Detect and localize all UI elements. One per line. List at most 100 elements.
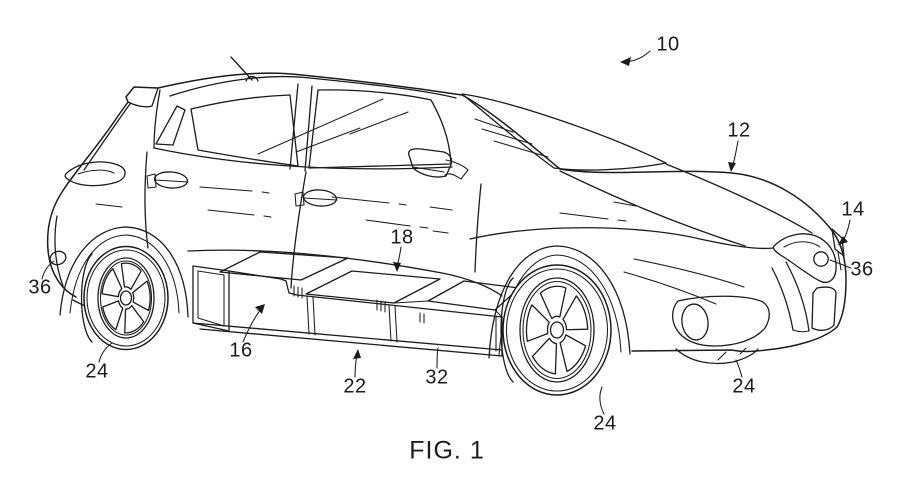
- front-rim-inner: [522, 280, 592, 380]
- front-arch-outer: [488, 245, 631, 359]
- ref-label-36-rear: 36: [28, 276, 52, 299]
- surface-shading-dashes: [95, 186, 637, 234]
- figure-caption: FIG. 1: [409, 436, 485, 465]
- glass-reflection-2: [295, 127, 361, 153]
- rear-hub: [119, 290, 133, 306]
- mirror-inner-line: [412, 166, 445, 173]
- antenna-base: [245, 75, 259, 82]
- quarter-window: [155, 105, 186, 146]
- front-handle-line: [303, 197, 338, 201]
- hatch-edge: [83, 103, 131, 171]
- charge-port-door: [831, 228, 845, 257]
- arrowhead-18: [393, 262, 401, 272]
- battery-divider-1: [306, 295, 316, 336]
- arrowhead-12: [728, 162, 736, 172]
- rear-wheel-spokes: [95, 255, 158, 343]
- arrowhead-22: [353, 349, 361, 359]
- battery-bottom-edge: [192, 322, 503, 351]
- mirror-mount: [444, 159, 469, 180]
- arrowhead-16: [255, 304, 265, 314]
- front-sensor-circle: [813, 251, 829, 267]
- hood-shutline: [559, 170, 746, 247]
- chin-spoiler: [675, 348, 759, 365]
- leader-24-front-wheel: [599, 386, 605, 415]
- rear-tire-outer: [83, 245, 169, 351]
- rear-tire-far-edge: [80, 253, 93, 343]
- rear-handle-tab: [146, 173, 157, 189]
- ref-label-36-front: 36: [850, 258, 874, 281]
- rear-door-cut: [144, 151, 149, 249]
- battery-module-1-top: [219, 251, 349, 281]
- leader-36-front: [829, 259, 852, 269]
- battery-bottom-flange: [199, 328, 503, 357]
- leader-16: [242, 308, 262, 343]
- windshield-reflection-1: [474, 118, 514, 133]
- rear-tire-sidewall: [86, 249, 166, 347]
- front-wheel: [500, 264, 612, 396]
- rear-wheel: [80, 245, 169, 351]
- bumper-crease-1: [633, 258, 745, 288]
- glass-reflection-1: [257, 98, 384, 155]
- rear-sensor-oval: [49, 250, 67, 266]
- arrowhead-10: [620, 57, 631, 66]
- spoiler-underside: [127, 87, 159, 108]
- rear-arch-inner: [69, 234, 180, 314]
- leader-lines: [41, 50, 852, 415]
- ref-label-18: 18: [390, 226, 414, 249]
- leader-32: [436, 347, 439, 369]
- battery-divider-2: [388, 304, 398, 343]
- nose-edge-line: [837, 251, 842, 271]
- hood-right-crease: [665, 163, 813, 234]
- leader-36-rear: [41, 260, 55, 280]
- battery-module-2-top: [305, 270, 441, 304]
- front-handle-tab: [294, 191, 305, 207]
- chin-tick-2: [739, 347, 747, 355]
- fog-lamp-oval: [681, 303, 709, 341]
- ref-label-22: 22: [343, 375, 367, 398]
- ref-label-24-front-bumper: 24: [732, 375, 756, 398]
- greenhouse: [153, 56, 667, 172]
- front-hub: [549, 321, 565, 339]
- taillight: [64, 161, 126, 187]
- battery-top-link-1: [393, 300, 429, 304]
- window-sill-line: [153, 147, 453, 170]
- window-top-line: [169, 75, 457, 99]
- fog-lamp-housing: [671, 295, 770, 347]
- arrowhead-14: [838, 236, 848, 245]
- ref-label-32: 32: [425, 366, 449, 389]
- front-door-cut: [474, 183, 482, 273]
- side-mirror: [407, 148, 453, 178]
- bumper-crease-2: [623, 271, 717, 305]
- leader-24-rear: [98, 342, 113, 363]
- antenna: [230, 56, 253, 81]
- headlamp-inner-line: [783, 241, 821, 248]
- rear-door-handle: [153, 171, 189, 189]
- headlamp: [772, 233, 837, 284]
- rear-rim-inner: [99, 260, 153, 336]
- glass-reflection-3: [349, 111, 409, 135]
- front-tire-outer: [502, 264, 612, 396]
- rear-handle-line: [154, 179, 189, 183]
- grille-v-bottom: [792, 329, 810, 333]
- b-pillar-left-edge: [289, 83, 299, 170]
- ref-label-16: 16: [229, 339, 253, 362]
- grille-v-line-inner: [771, 267, 794, 331]
- ref-label-10: 10: [656, 33, 680, 56]
- battery-endcap-inner: [197, 270, 225, 327]
- windshield-glass: [461, 93, 667, 171]
- bumper-side-vent: [811, 286, 837, 331]
- battery-hatch-marks: [293, 285, 425, 324]
- c-pillar-line: [153, 89, 161, 149]
- rear-arch-outer: [59, 226, 189, 318]
- front-wheel-spokes: [520, 280, 594, 382]
- ref-label-12: 12: [727, 119, 751, 142]
- taillight-inner-line: [77, 169, 115, 175]
- front-tire-far-edge: [500, 277, 514, 383]
- b-pillar-right-edge: [304, 85, 313, 172]
- leader-24-front-bumper: [735, 359, 743, 378]
- rear-rim-outer: [97, 257, 155, 339]
- front-tire-sidewall: [505, 268, 609, 392]
- front-end: [469, 163, 845, 365]
- ref-label-24-rear-wheel: 24: [85, 360, 109, 383]
